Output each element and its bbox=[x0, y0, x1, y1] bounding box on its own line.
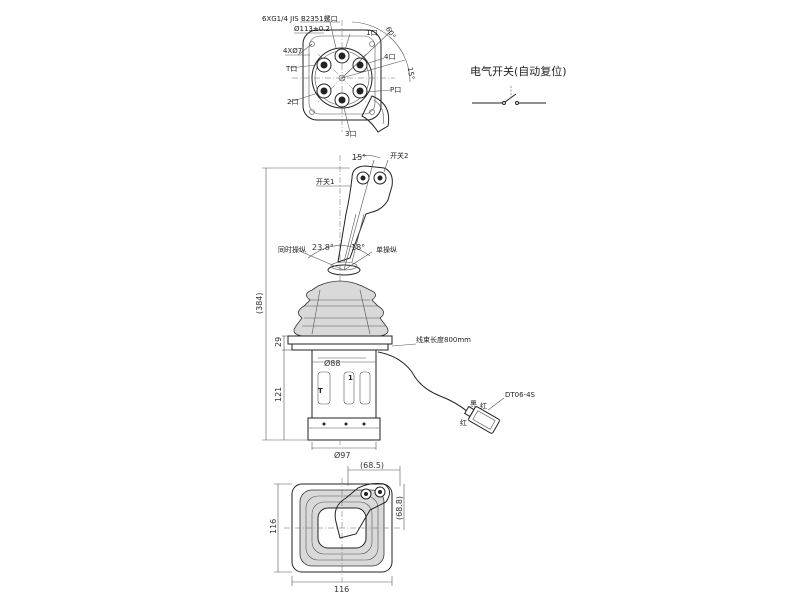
top-view: 6XG1/4 JIS B2351螺口 Ø113±0.2 4XØ7 T口 2口 3… bbox=[262, 14, 416, 138]
cable bbox=[377, 351, 469, 413]
port-t-label: T口 bbox=[285, 65, 297, 73]
dia-97-label: Ø97 bbox=[334, 450, 350, 460]
height-121-label: 121 bbox=[274, 387, 283, 402]
thread-note: 6XG1/4 JIS B2351螺口 bbox=[262, 14, 338, 23]
height-116-label: 116 bbox=[269, 519, 278, 534]
port-2-label: 2口 bbox=[287, 98, 298, 106]
hole-note: 4XØ7 bbox=[283, 47, 302, 55]
port-mark-1: 1 bbox=[348, 374, 353, 382]
port-mark-t: T bbox=[318, 387, 323, 395]
single-label: 单操纵 bbox=[376, 245, 397, 254]
side-view: T 1 15° 开关2 开关1 同时 bbox=[255, 151, 536, 460]
wire-black-label: 黑 bbox=[470, 400, 477, 408]
switch1-label: 开关1 bbox=[316, 177, 334, 186]
height-29-label: 29 bbox=[274, 337, 283, 347]
wire-red2-label: 红 bbox=[460, 418, 467, 427]
dia-88-label: Ø88 bbox=[324, 358, 340, 368]
angle-18-label: 18° bbox=[351, 243, 365, 252]
cable-note: 线束长度800mm bbox=[416, 335, 471, 344]
port-4-label: 4口 bbox=[384, 53, 395, 61]
switch-symbol: 电气开关(自动复位) bbox=[470, 64, 567, 105]
simultaneous-label: 同时操纵 bbox=[278, 245, 306, 254]
port-holes bbox=[316, 48, 368, 108]
connector bbox=[463, 405, 500, 434]
wire-red-label: 红 bbox=[480, 401, 487, 410]
switch2-label: 开关2 bbox=[390, 151, 408, 160]
angle-15-side-label: 15° bbox=[352, 153, 366, 162]
pcd-note: Ø113±0.2 bbox=[294, 25, 330, 33]
width-116-label: 116 bbox=[334, 585, 349, 594]
port-1-label: 1口 bbox=[366, 29, 377, 37]
flange-plate bbox=[287, 335, 393, 345]
port-p-label: P口 bbox=[390, 86, 401, 94]
bellows bbox=[293, 280, 389, 337]
angle-60-label: 60° bbox=[384, 26, 397, 41]
bottom-view: (68.5) (68.8) 116 116 bbox=[269, 461, 405, 594]
angle-15-top-label: 15° bbox=[406, 67, 416, 81]
switch-title: 电气开关(自动复位) bbox=[470, 64, 567, 78]
height-68-8-label: (68.8) bbox=[395, 496, 404, 520]
handle-grip bbox=[337, 165, 393, 263]
connector-label: DT06-4S bbox=[505, 391, 536, 399]
height-total-label: (384) bbox=[255, 292, 264, 314]
angle-23-8-label: 23.8° bbox=[312, 243, 334, 252]
port-3-label: 3口 bbox=[345, 130, 356, 138]
valve-body bbox=[311, 349, 377, 419]
width-68-5-label: (68.5) bbox=[360, 461, 384, 470]
